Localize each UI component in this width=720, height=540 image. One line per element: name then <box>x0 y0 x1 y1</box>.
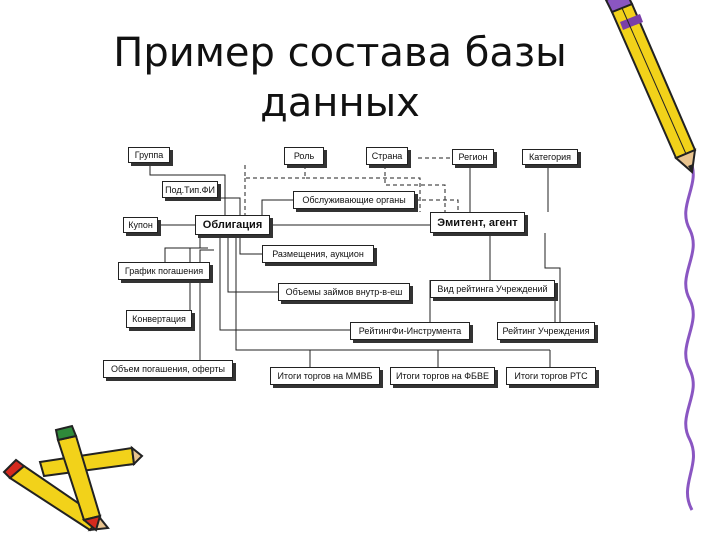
slide-title-line1: Пример состава базы <box>113 30 567 76</box>
entity-obligatsiya: Облигация <box>195 215 270 235</box>
slide-title-line2: данных <box>260 80 420 126</box>
entity-rol: Роль <box>284 147 324 165</box>
entity-konvertatsiya: Конвертация <box>126 310 192 328</box>
entity-vid-reitinga: Вид рейтинга Учреждений <box>430 280 555 298</box>
wavy-border-line <box>684 159 695 511</box>
entity-obemy-zaimov: Объемы займов внутр-в-еш <box>278 283 410 301</box>
entity-razmeshchenie: Размещения, аукцион <box>262 245 374 263</box>
entity-strana: Страна <box>366 147 408 165</box>
entity-pod-tip-fi: Под.Тип.ФИ <box>162 181 218 198</box>
entity-grafik-pogasheniya: График погашения <box>118 262 210 280</box>
entity-itogi-mmvb: Итоги торгов на ММВБ <box>270 367 380 385</box>
entity-kupon: Купон <box>123 217 158 233</box>
entity-region: Регион <box>452 149 494 165</box>
pencil-icon <box>604 0 697 174</box>
slide-title: Пример состава базы данных <box>60 28 620 128</box>
entity-reiting-fi: РейтингФи-Инструмента <box>350 322 470 340</box>
crossed-pencils-icon <box>2 424 144 532</box>
dashed-connector-lines <box>244 157 459 215</box>
entity-reiting-uchrezhdeniya: Рейтинг Учреждения <box>497 322 595 340</box>
entity-itogi-rts: Итоги торгов РТС <box>506 367 596 385</box>
entity-obem-pogasheniya: Объем погашения, оферты <box>103 360 233 378</box>
entity-emitent-agent: Эмитент, агент <box>430 212 525 233</box>
entity-obsluzh-org: Обслуживающие органы <box>293 191 415 209</box>
entity-itogi-fbve: Итоги торгов на ФБВЕ <box>390 367 495 385</box>
entity-kategoriya: Категория <box>522 149 578 165</box>
entity-gruppa: Группа <box>128 147 170 163</box>
